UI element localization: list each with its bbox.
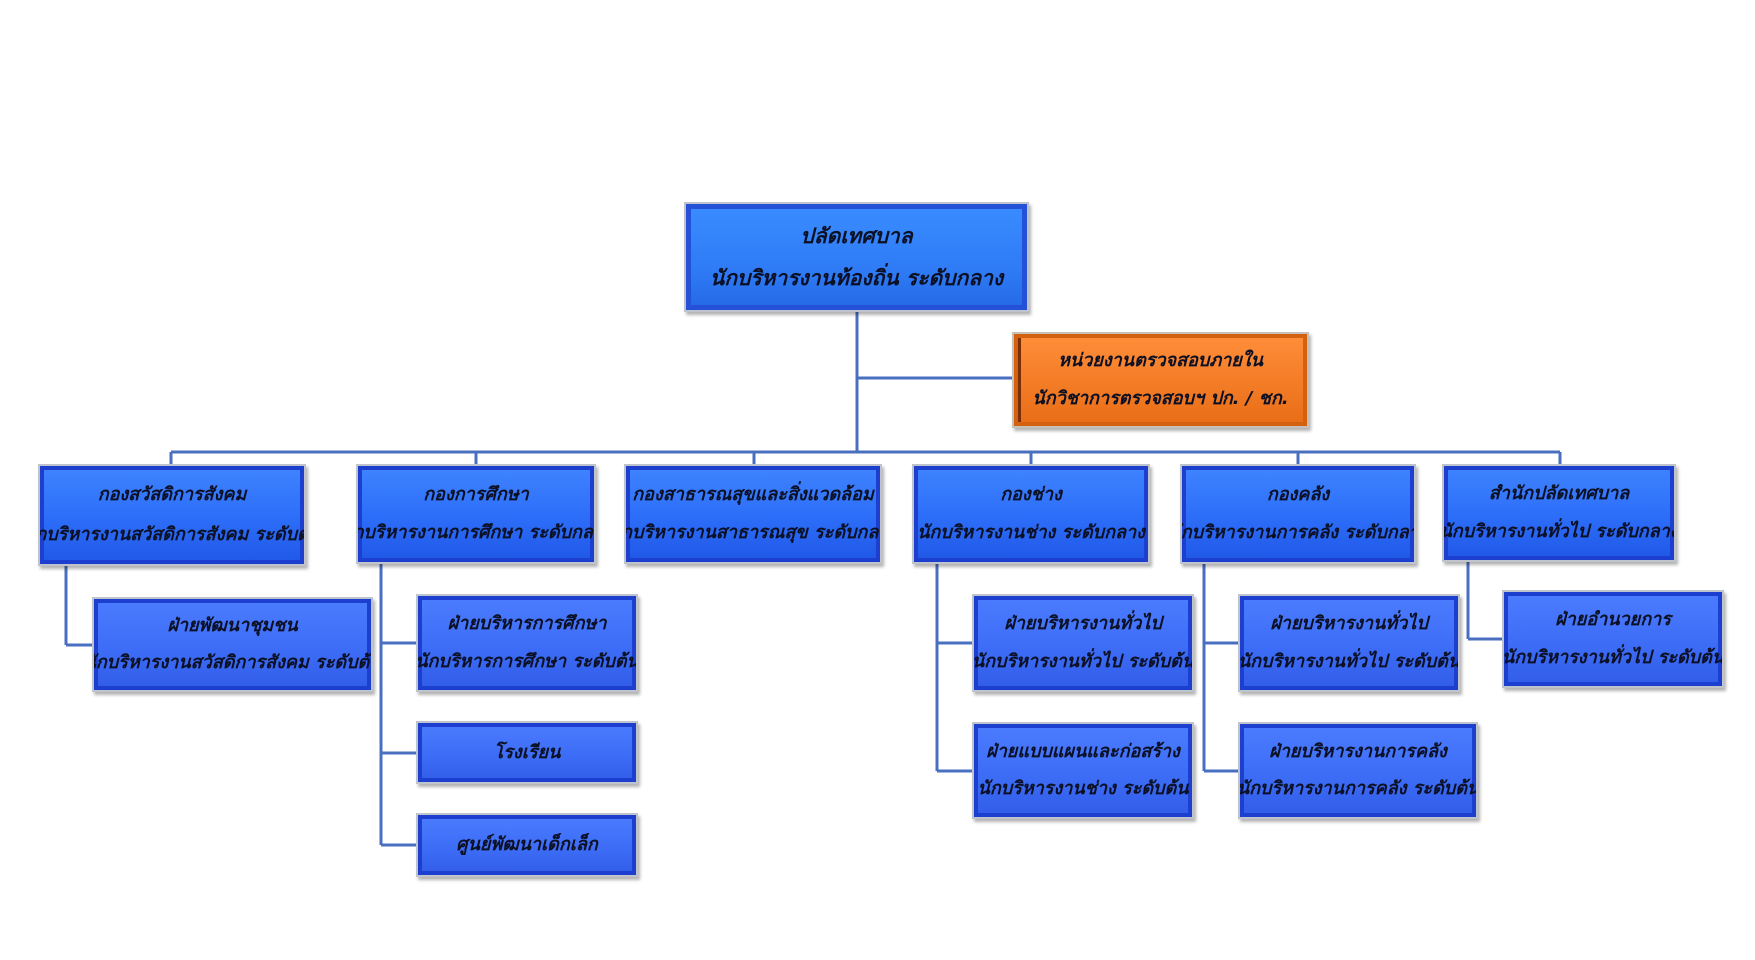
division-position: นักบริหารงานสวัสดิการสังคม ระดับต้น [38,523,304,545]
unit-title: โรงเรียน [493,741,561,763]
unit-title: ฝ่ายแบบแผนและก่อสร้าง [986,740,1180,762]
division-title: กองสาธารณสุขและสิ่งแวดล้อม [632,483,874,505]
division-box: สำนักปลัดเทศบาล นักบริหารงานทั่วไป ระดับ… [1442,464,1676,562]
unit-box: ฝ่ายบริหารงานทั่วไป นักบริหารงานทั่วไป ร… [972,594,1194,692]
unit-title: ฝ่ายบริหารการศึกษา [447,613,607,634]
audit-unit-title: หน่วยงานตรวจสอบภายใน [1058,350,1263,372]
unit-title: ฝ่ายพัฒนาชุมชน [167,615,298,636]
unit-position: นักบริหารงานสวัสดิการสังคม ระดับต้น [92,652,373,673]
division-position: นักบริหารงานการคลัง ระดับกลาง [1180,522,1416,544]
division-box: กองช่าง นักบริหารงานช่าง ระดับกลาง [912,464,1150,564]
unit-position: นักบริหารงานทั่วไป ระดับต้น [972,651,1194,672]
unit-position: นักบริหารงานทั่วไป ระดับต้น [1238,651,1460,672]
division-box: กองสวัสดิการสังคม นักบริหารงานสวัสดิการส… [38,464,306,566]
unit-box: โรงเรียน [416,721,638,784]
division-title: สำนักปลัดเทศบาล [1488,483,1630,504]
division-position: นักบริหารงานช่าง ระดับกลาง [917,522,1145,544]
unit-box: ศูนย์พัฒนาเด็กเล็ก [416,813,638,877]
division-position: นักบริหารงานสาธารณสุข ระดับกลาง [624,522,880,544]
division-title: กองคลัง [1266,483,1330,505]
division-title: กองสวัสดิการสังคม [97,484,247,506]
audit-unit-box: หน่วยงานตรวจสอบภายใน นักวิชาการตรวจสอบฯ … [1012,332,1309,428]
division-position: นักบริหารงานทั่วไป ระดับกลาง [1442,521,1676,542]
unit-title: ฝ่ายบริหารงานทั่วไป [1004,613,1162,634]
division-title: กองช่าง [1000,483,1062,505]
unit-position: นักบริหารการศึกษา ระดับต้น [416,651,638,672]
unit-box: ฝ่ายแบบแผนและก่อสร้าง นักบริหารงานช่าง ร… [972,722,1194,819]
unit-box: ฝ่ายบริหารงานการคลัง นักบริหารงานการคลัง… [1238,722,1478,819]
unit-box: ฝ่ายบริหารการศึกษา นักบริหารการศึกษา ระด… [416,594,638,692]
division-box: กองสาธารณสุขและสิ่งแวดล้อม นักบริหารงานส… [624,464,882,564]
unit-box: ฝ่ายอำนวยการ นักบริหารงานทั่วไป ระดับต้น [1502,590,1724,688]
root-box: ปลัดเทศบาล นักบริหารงานท้องถิ่น ระดับกลา… [684,202,1029,312]
division-box: กองการศึกษา นักบริหารงานการศึกษา ระดับกล… [356,464,596,564]
unit-box: ฝ่ายบริหารงานทั่วไป นักบริหารงานทั่วไป ร… [1238,594,1460,692]
unit-position: นักบริหารงานการคลัง ระดับต้น [1238,778,1478,800]
unit-title: ฝ่ายบริหารงานทั่วไป [1270,613,1428,634]
division-box: กองคลัง นักบริหารงานการคลัง ระดับกลาง [1180,464,1416,564]
unit-position: นักบริหารงานช่าง ระดับต้น [977,778,1189,800]
unit-title: ศูนย์พัฒนาเด็กเล็ก [456,834,598,855]
division-title: กองการศึกษา [423,483,529,505]
root-position: นักบริหารงานท้องถิ่น ระดับกลาง [709,266,1004,290]
unit-title: ฝ่ายบริหารงานการคลัง [1269,740,1447,762]
unit-box: ฝ่ายพัฒนาชุมชน นักบริหารงานสวัสดิการสังค… [92,597,373,692]
division-position: นักบริหารงานการศึกษา ระดับกลาง [356,522,594,544]
audit-unit-position: นักวิชาการตรวจสอบฯ ปก. / ชก. [1032,387,1289,409]
unit-title: ฝ่ายอำนวยการ [1555,609,1671,630]
root-title: ปลัดเทศบาล [800,224,913,248]
unit-position: นักบริหารงานทั่วไป ระดับต้น [1502,647,1724,668]
